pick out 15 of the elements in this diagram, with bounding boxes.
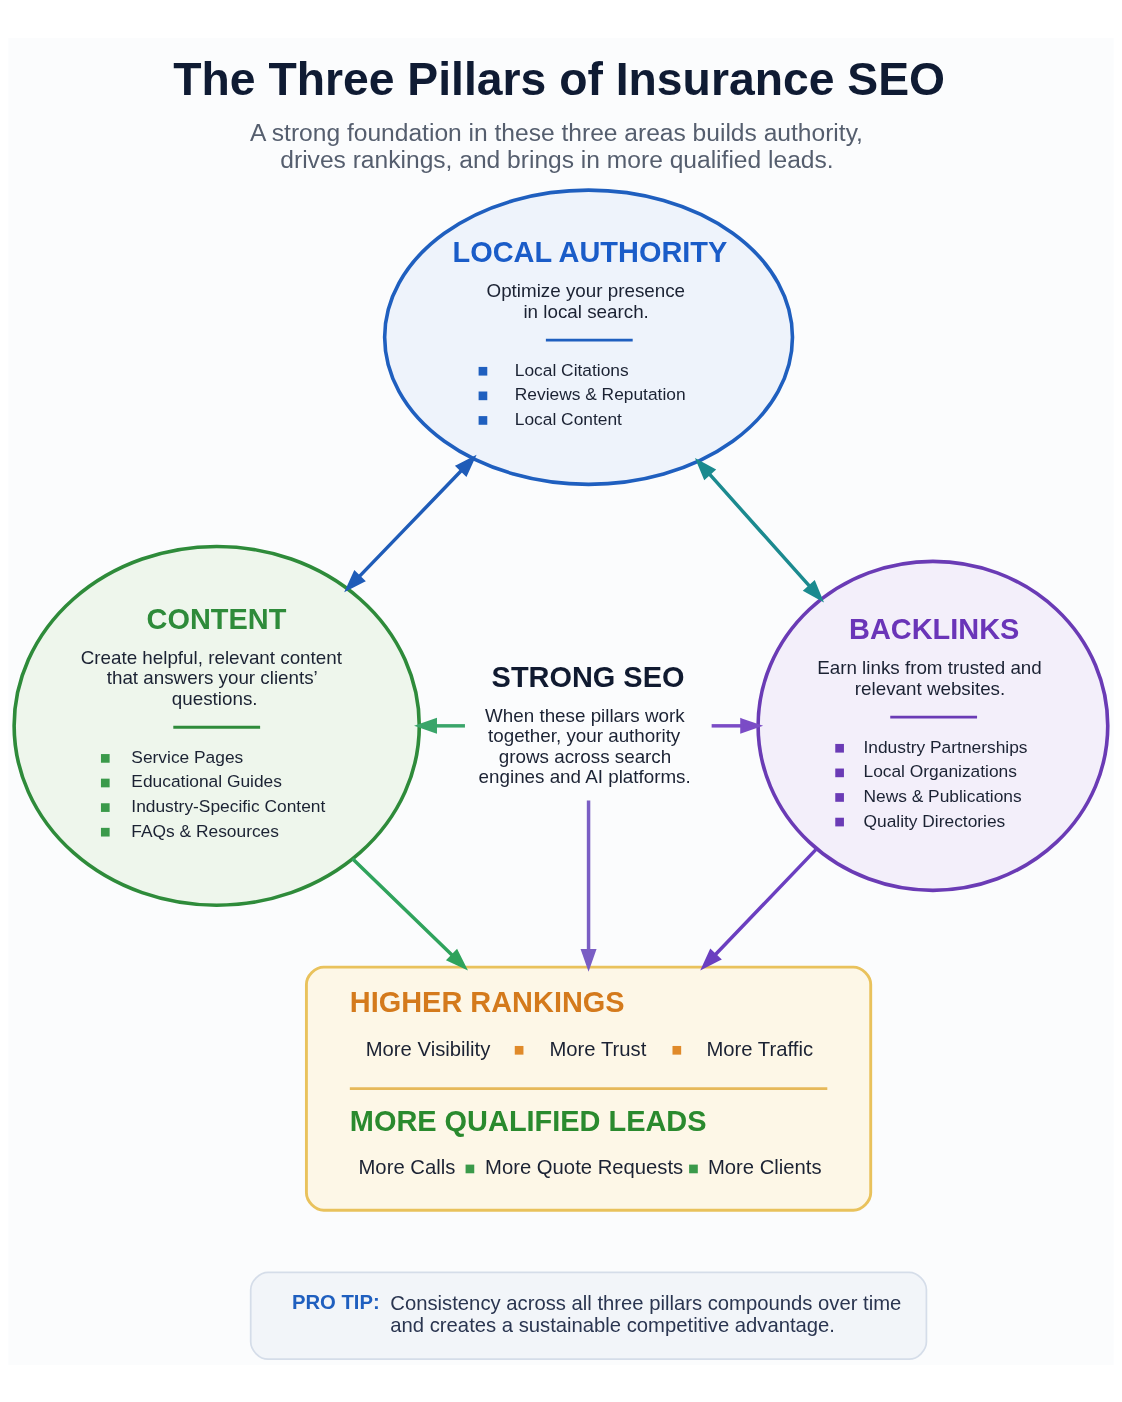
node-circle: BACKLINKS Earn links from trusted and relevant websites. Industry Partnerships Local Organizations News & Publications Quality Directories: [756, 559, 1110, 892]
arrow: [351, 857, 468, 970]
arrow: [694, 457, 825, 602]
caption: A strong foundation in these three areas builds authority, drives rankings, and brings in more qualified leads.: [249, 118, 863, 173]
diagram-title: The Three Pillars of Insurance SEO: [173, 52, 946, 105]
node-ellipse: CONTENT Create helpful, relevant content that answers your clients’ questions. Service Pages Educational Guides Industry-Specific Content FAQs & Resources: [12, 544, 422, 907]
arrow: [414, 717, 465, 734]
node-box: PRO TIP: Consistency across all three pillars compounds over time and creates a sustainable competitive advantage.: [249, 1271, 928, 1360]
arrow: [344, 454, 477, 592]
arrow: [700, 847, 818, 970]
arrow: [580, 800, 597, 972]
node-box: HIGHER RANKINGS More Visibility More Trust More Traffic MORE QUALIFIED LEADS More Calls More Quote Requests More Clients: [304, 965, 873, 1212]
node-text: STRONG SEO When these pillars work together, your authority grows across search engines and AI platforms.: [478, 660, 691, 787]
arrow: [711, 717, 764, 734]
node-ellipse: LOCAL AUTHORITY Optimize your presence in local search. Local Citations Reviews & Reputation Local Content: [382, 187, 795, 486]
